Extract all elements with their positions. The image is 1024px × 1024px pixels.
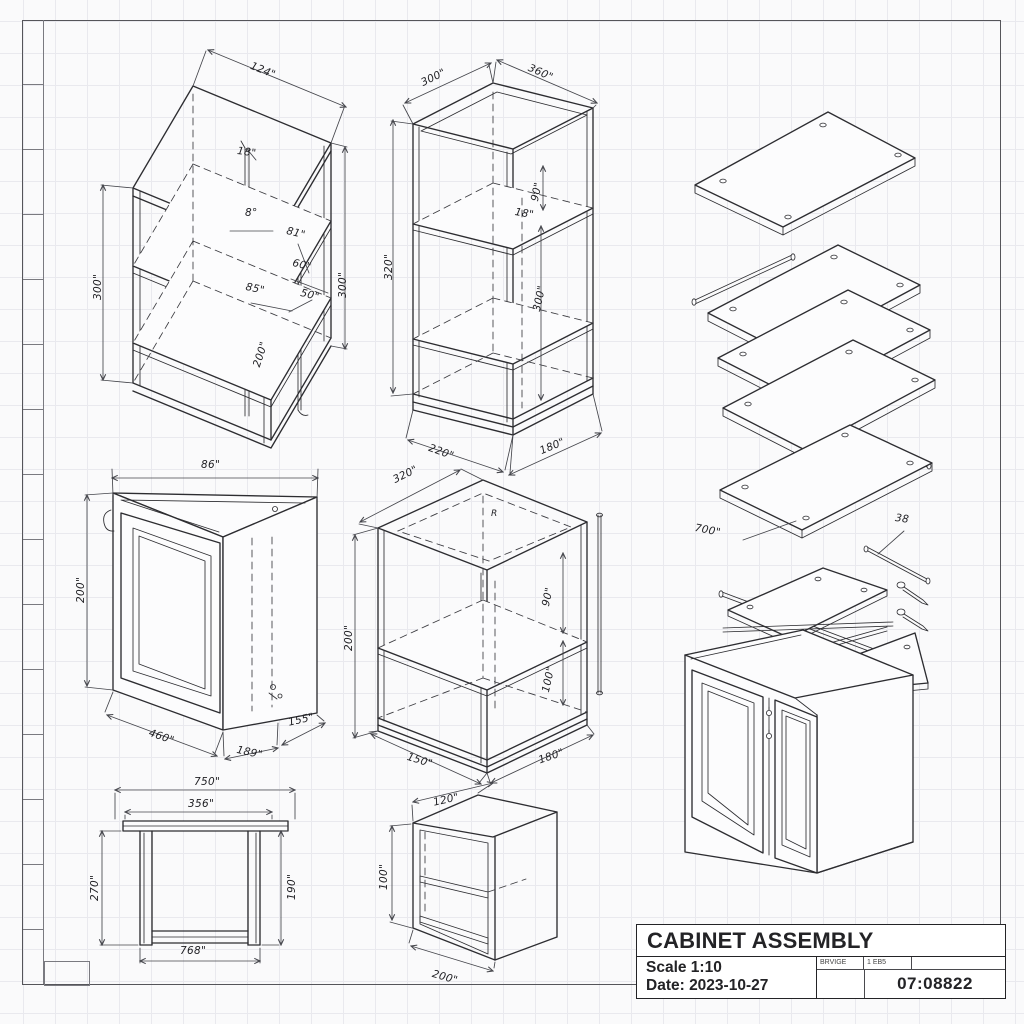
exploded-assembly-drawing — [691, 111, 936, 661]
view-door-cabinet-iso: 86" 200" 460" 189" 155" — [73, 453, 348, 773]
view-table-front: 750" 356" 270" 190" 768" — [88, 773, 323, 983]
dim-label-dowel-size: 38 — [894, 512, 910, 526]
title-block: CABINET ASSEMBLY Scale 1:10 Date: 2023-1… — [636, 924, 1006, 999]
dim-label-base-width: 768" — [180, 945, 207, 957]
view-shelf-unit-iso: 124" 300" 300" 18" 8° 81" 60" 85" 50" 20… — [88, 48, 388, 480]
rev-label-cell: BRVIGE — [817, 957, 864, 969]
sheet-label-cell: 1 EB5 — [864, 957, 912, 969]
frame-border-right — [1000, 20, 1001, 984]
drawing-number: 07:08822 — [897, 974, 973, 993]
frame-zone-ticks — [23, 20, 43, 984]
tall-cabinet-drawing — [383, 48, 603, 480]
frame-border-left-inner — [43, 20, 44, 984]
shelf-unit-drawing — [88, 48, 388, 449]
frame-border-bottom — [22, 984, 1001, 985]
table-front-drawing — [88, 773, 323, 983]
dim-label-left-height: 200" — [75, 576, 87, 603]
frame-border-left — [22, 20, 23, 984]
view-exploded-assembly: 700" 38 — [638, 93, 1010, 668]
frame-corner-box — [44, 961, 90, 986]
dim-label-top-width: 86" — [201, 459, 221, 471]
small-cabinet-drawing — [368, 778, 558, 993]
dim-label-right-height: 300" — [337, 271, 349, 298]
dim-label-top-width: 356" — [188, 798, 215, 810]
view-base-cabinet-iso: 320" 200" R 90" 100" 150" 180" — [343, 453, 618, 793]
dim-label-right-height: 190" — [286, 873, 298, 900]
title-block-right: BRVIGE 1 EB5 07:08822 — [817, 957, 1005, 998]
dim-label-left-height: 320" — [383, 253, 395, 280]
base-cabinet-drawing — [343, 468, 603, 793]
view-assembled-cabinet — [655, 595, 1005, 925]
dim-label-rail-width: 18" — [236, 145, 257, 160]
dim-label-left-height: 100" — [378, 863, 390, 890]
spacer-cell — [817, 970, 865, 998]
dim-label-left-height: 270" — [89, 874, 101, 901]
view-small-cabinet-iso: 120" 100" 200" — [368, 778, 583, 993]
empty-cell — [912, 957, 1005, 969]
dim-label-left-height: 200" — [343, 624, 355, 651]
dim-label-left-height: 300" — [92, 273, 104, 300]
drawing-title: CABINET ASSEMBLY — [637, 925, 1005, 957]
frame-border-top — [22, 20, 1001, 21]
drawing-date: Date: 2023-10-27 — [646, 977, 769, 994]
scale-date-cell: Scale 1:10 Date: 2023-10-27 — [637, 957, 817, 998]
door-cabinet-drawing — [73, 468, 348, 773]
dim-label-angle: 8° — [245, 207, 258, 219]
view-tall-cabinet-iso: 300" 360" 320" 90" 18" 300" 220" 180" — [383, 48, 633, 480]
assembled-cabinet-drawing — [684, 621, 929, 874]
dim-label-overall-width: 750" — [194, 776, 221, 788]
drawing-scale: Scale 1:10 — [646, 959, 722, 976]
reference-mark: R — [491, 509, 498, 519]
